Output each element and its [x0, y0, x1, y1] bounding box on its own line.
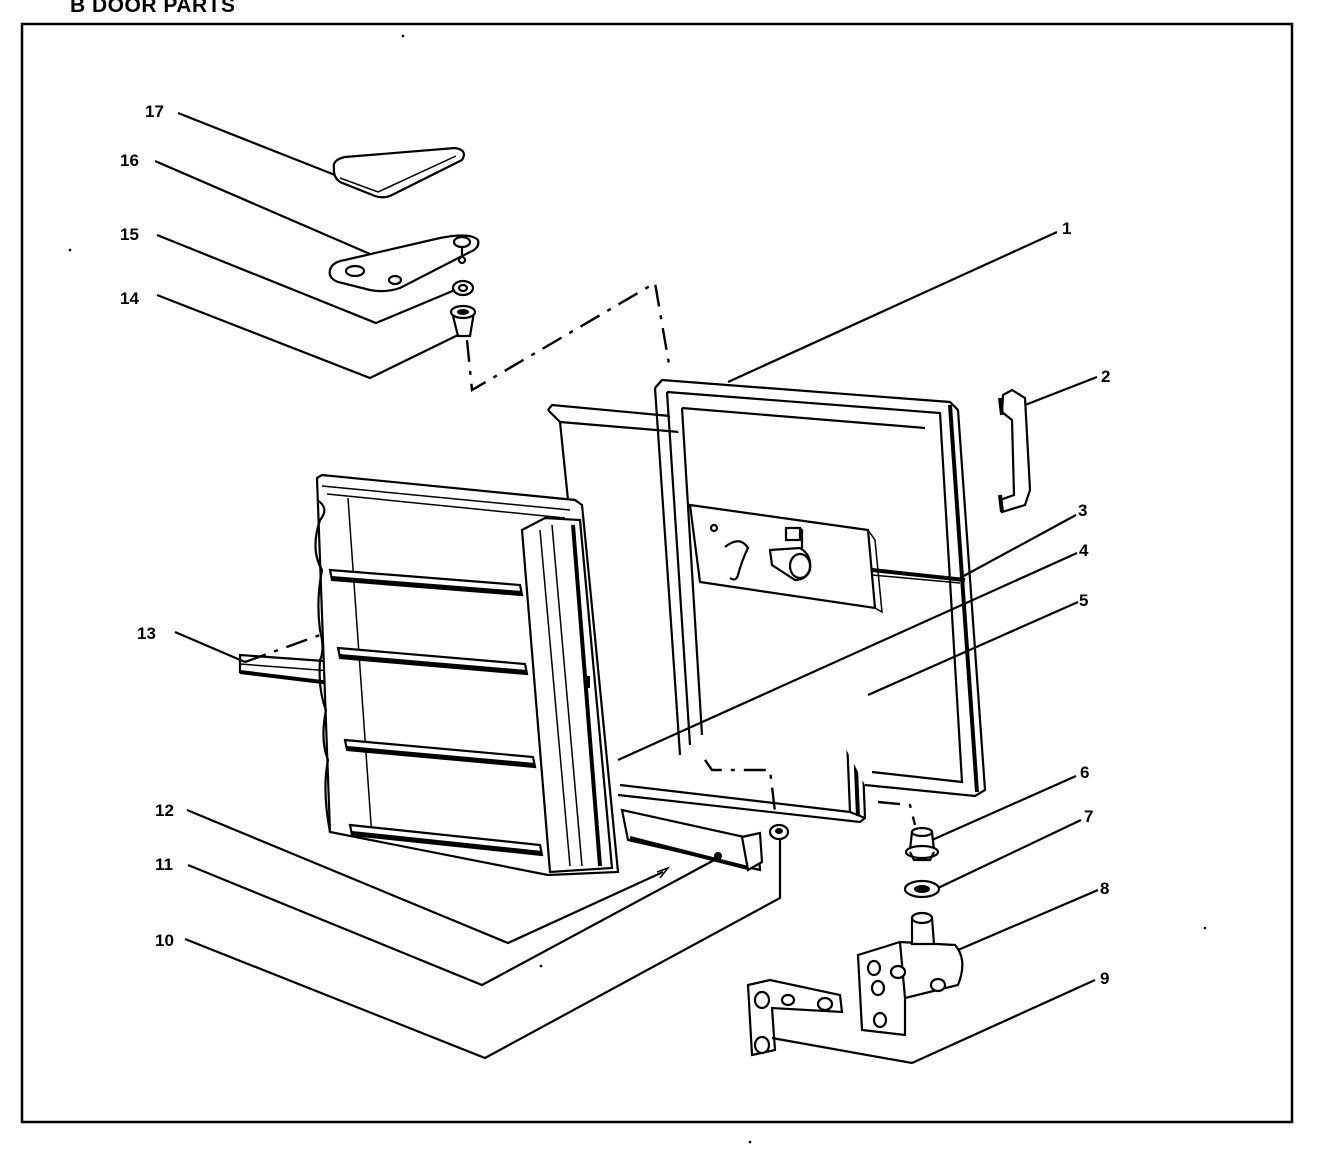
callout-13: 13: [137, 624, 156, 643]
diagram-frame: [20, 22, 1294, 1124]
leader-2: [1024, 375, 1098, 407]
part-7-washer: [903, 879, 941, 899]
part-12-inner-liner: [314, 473, 620, 877]
scan-specks: [68, 34, 1207, 1144]
part-17-top-cap: [332, 146, 465, 199]
callout-14: 14: [120, 289, 139, 308]
leader-15: [156, 233, 456, 325]
part-16-hinge-plate: [328, 234, 480, 293]
callout-5: 5: [1079, 591, 1088, 610]
leader-8: [957, 888, 1099, 952]
part-10-bottom-rail: [620, 808, 764, 872]
part-6-pin-bushing: [904, 826, 940, 862]
leader-17: [177, 111, 336, 177]
callout-9: 9: [1100, 969, 1109, 988]
callout-16: 16: [120, 151, 139, 170]
callout-17: 17: [145, 102, 164, 121]
hinge-axis-line: [877, 800, 917, 826]
leader-7: [937, 819, 1082, 889]
callout-11: 11: [155, 855, 173, 874]
part-3-latch-plate: [688, 503, 966, 614]
callout-4: 4: [1079, 541, 1089, 560]
leader-3: [959, 514, 1077, 579]
callout-labels: 1 2 3 4 5 6 7 8 9 10 11 12 13 14 15 16 1…: [120, 102, 1110, 988]
leader-11-arrow: [656, 866, 671, 879]
leader-11: [187, 857, 719, 987]
leader-lines: [154, 111, 1099, 1065]
callout-1: 1: [1062, 219, 1071, 238]
callout-8: 8: [1100, 879, 1109, 898]
leader-5: [867, 600, 1079, 697]
lower-axis-line: [704, 759, 777, 813]
top-axis-line: [465, 281, 672, 392]
leader-13: [174, 630, 246, 664]
leader-16: [154, 159, 371, 256]
callout-6: 6: [1080, 763, 1089, 782]
callout-10: 10: [155, 931, 174, 950]
part-15-washer: [451, 279, 475, 297]
callout-12: 12: [155, 801, 174, 820]
callout-2: 2: [1101, 367, 1110, 386]
leader-9: [771, 978, 1096, 1065]
bottom-grommet: [768, 823, 790, 841]
callout-3: 3: [1078, 501, 1087, 520]
callout-15: 15: [120, 225, 139, 244]
part-2-door-handle: [998, 388, 1032, 514]
leader-1: [727, 230, 1058, 384]
leader-6: [931, 774, 1077, 842]
leader-10: [184, 840, 782, 1060]
leader-13-dash: [244, 633, 321, 664]
part-14-bushing: [449, 304, 477, 338]
page-title: B DOOR PARTS: [70, 0, 236, 17]
leader-14: [156, 293, 459, 380]
part-9-hinge-strap: [746, 978, 844, 1057]
part-8-hinge-bracket: [856, 911, 964, 1037]
callout-7: 7: [1084, 807, 1093, 826]
leader-12: [186, 808, 664, 945]
leader-4: [617, 551, 1078, 762]
